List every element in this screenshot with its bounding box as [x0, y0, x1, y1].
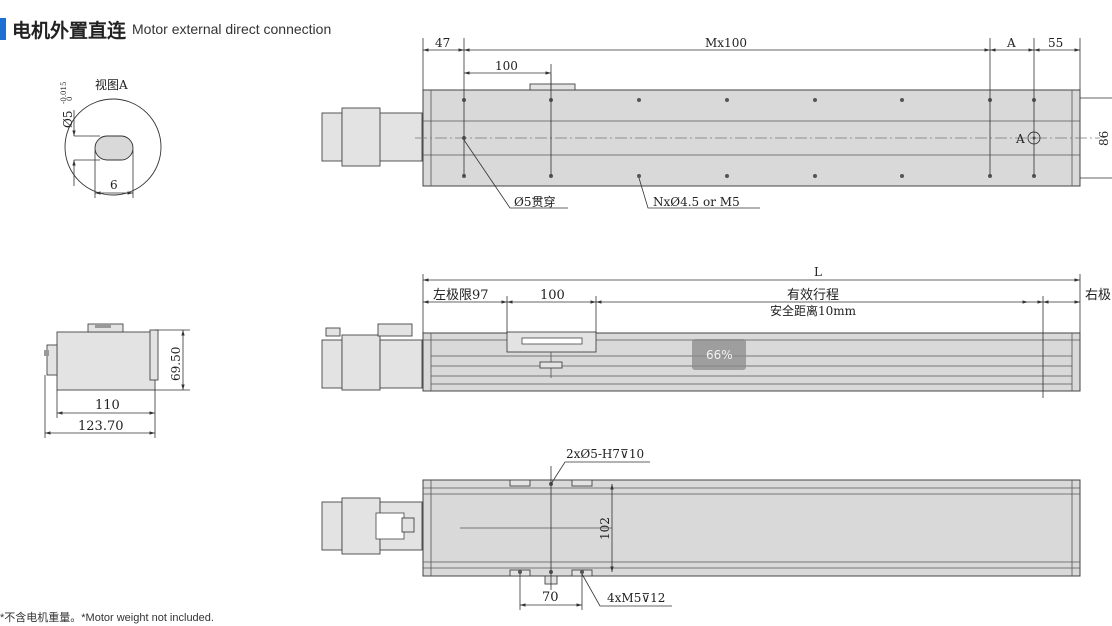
dim-height-69-50: 69.50 — [169, 347, 183, 381]
safety-distance-label: 安全距离10mm — [770, 303, 857, 318]
section-title: 电机外置直连 Motor external direct connection — [0, 15, 331, 43]
view-a-flat-dim: 6 — [110, 178, 118, 192]
zoom-badge — [692, 339, 746, 370]
view-a-tol-upper: -0.015 — [60, 82, 68, 104]
side-view: 66% L 左极限97 100 有效行程 安全距离10mm 右极 — [321, 265, 1111, 398]
zoom-badge-text: 66% — [706, 348, 733, 362]
stroke-label: 有效行程 — [787, 288, 839, 303]
dim-total-l: L — [814, 265, 822, 279]
right-limit-label: 右极 — [1085, 288, 1111, 303]
footnote: *不含电机重量。*Motor weight not included. — [0, 612, 214, 624]
view-a-label: 视图A — [95, 77, 128, 92]
dim-pitch: Mx100 — [705, 36, 747, 50]
note-mount-holes: NxØ4.5 or M5 — [653, 195, 740, 209]
end-view: 69.50 110 123.70 — [44, 323, 190, 438]
title-accent-bar — [0, 18, 6, 40]
datum-a-label: A — [1015, 132, 1025, 146]
dim-carriage-100: 100 — [540, 288, 565, 303]
note-tapped-holes: 4xM5⊽12 — [607, 591, 665, 605]
top-view: 47 Mx100 A 55 100 86 A Ø5贯穿 NxØ4.5 or M5 — [321, 36, 1112, 209]
view-a-shaft-dim: Ø5 — [61, 111, 75, 128]
title-chinese: 电机外置直连 — [12, 19, 127, 42]
bottom-view: 2xØ5-H7⊽10 102 70 4xM5⊽12 — [321, 447, 1081, 610]
left-limit-label: 左极限97 — [433, 288, 489, 303]
note-through-hole: Ø5贯穿 — [514, 194, 555, 209]
view-a-tol-lower: 0 — [66, 97, 74, 101]
dim-width-123-70: 123.70 — [78, 419, 124, 434]
dim-left-47: 47 — [435, 36, 450, 50]
dim-first-100: 100 — [495, 59, 518, 73]
dim-width-102: 102 — [598, 517, 612, 540]
dim-a: A — [1006, 36, 1016, 50]
dim-width-110: 110 — [95, 398, 120, 413]
dim-spacing-70: 70 — [542, 590, 559, 605]
dim-right-55: 55 — [1048, 36, 1063, 50]
dim-height-86: 86 — [1097, 131, 1111, 146]
title-english: Motor external direct connection — [132, 21, 332, 37]
note-pin-holes: 2xØ5-H7⊽10 — [566, 447, 644, 461]
view-a-detail: 视图A Ø5 -0.015 0 6 — [60, 77, 162, 198]
